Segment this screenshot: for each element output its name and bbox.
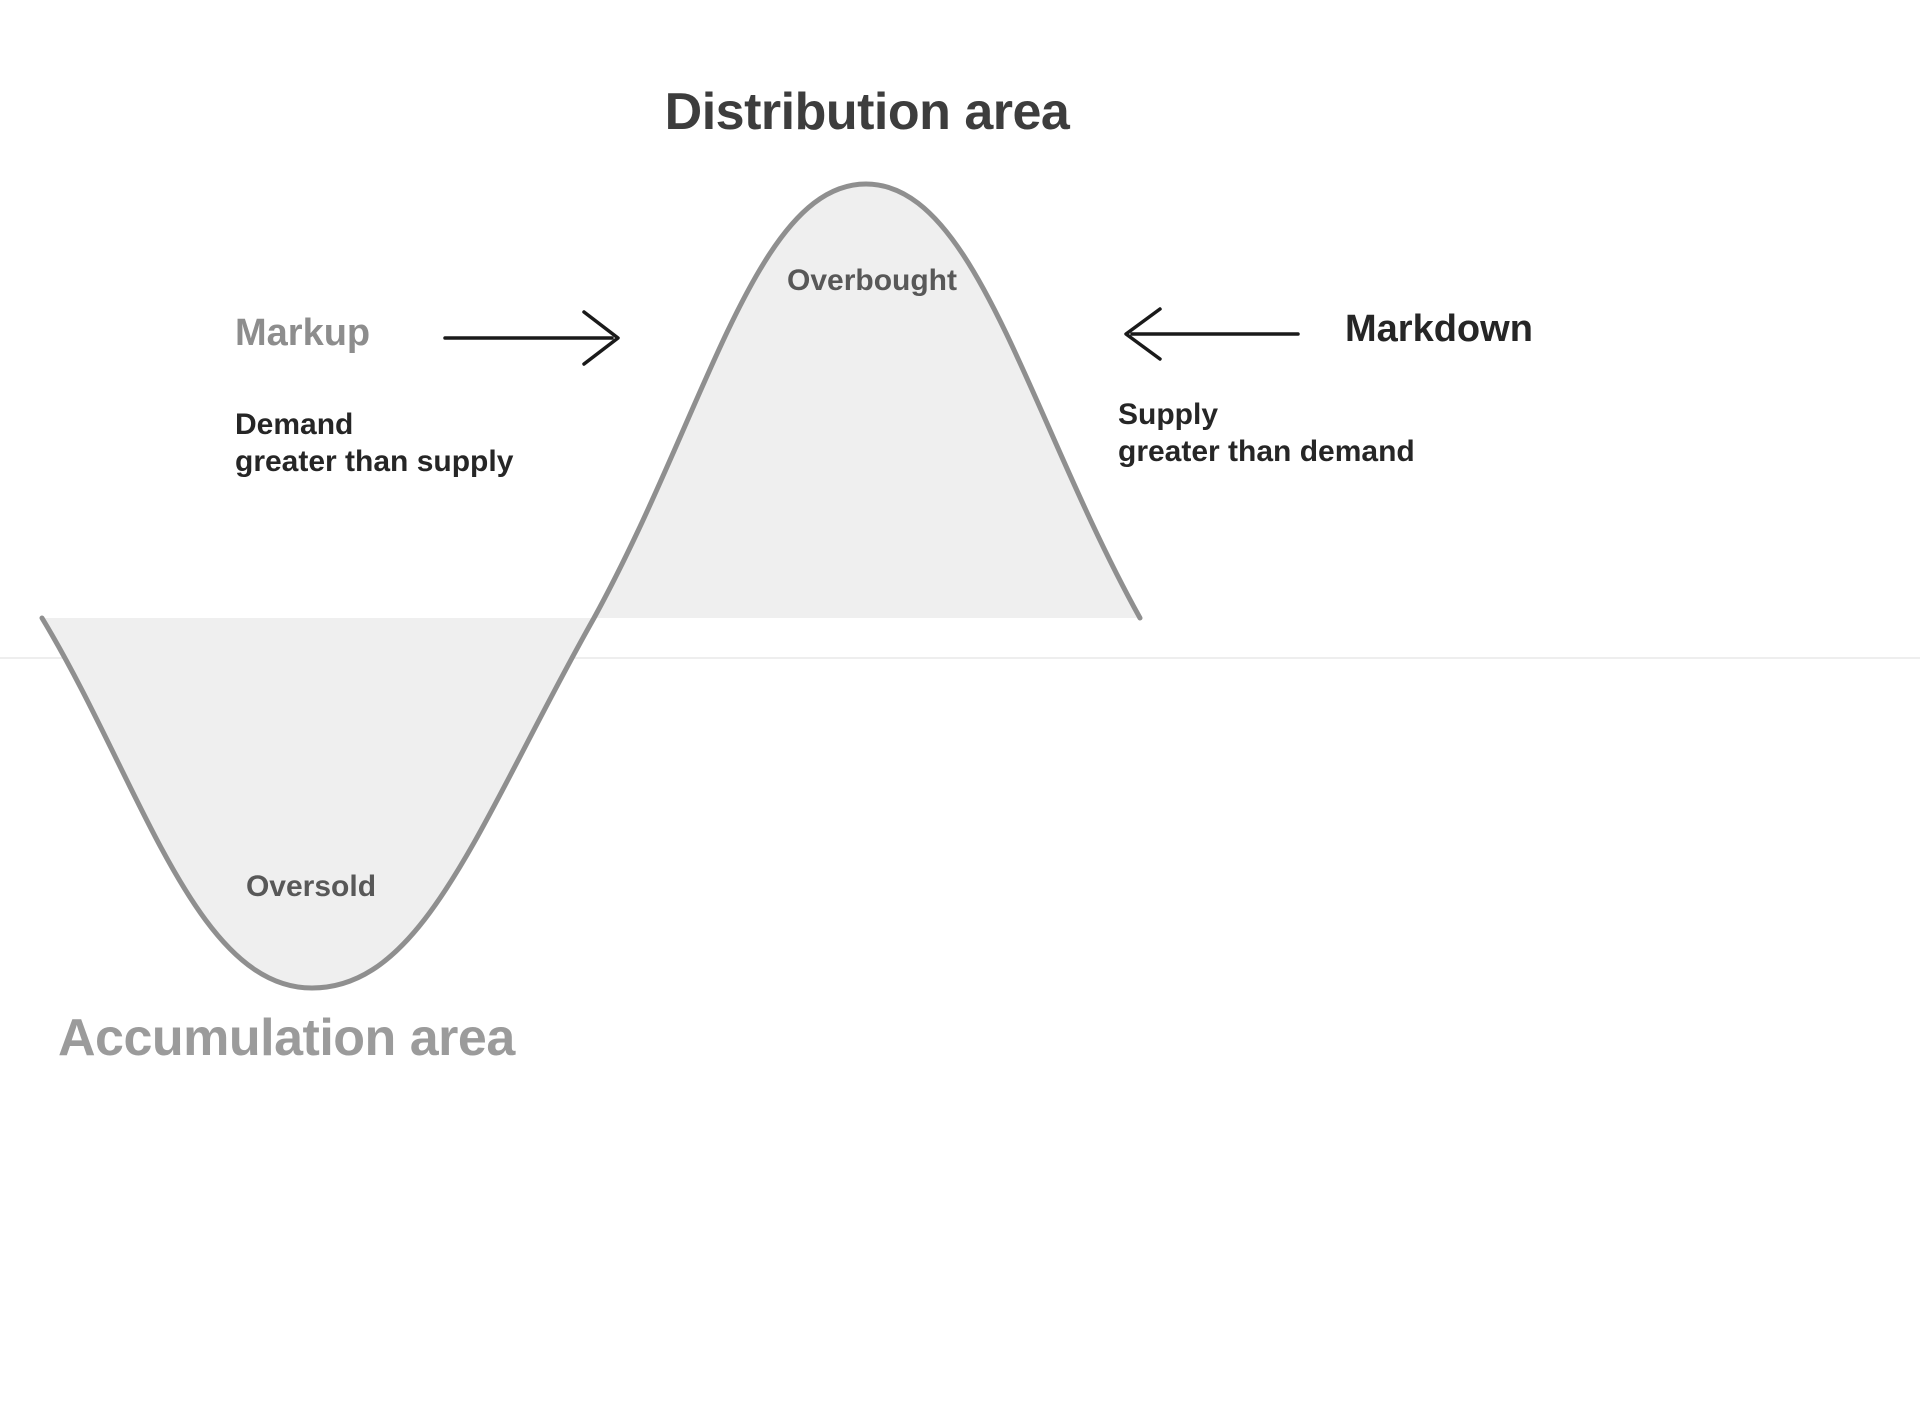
distribution-area-title: Distribution area xyxy=(664,83,1070,141)
cycle-area-fill xyxy=(42,184,1140,988)
supply-note: Supply greater than demand xyxy=(1118,396,1415,470)
overbought-label: Overbought xyxy=(787,264,957,297)
markup-arrow-right-icon xyxy=(443,310,620,366)
supply-note-line2: greater than demand xyxy=(1118,435,1415,468)
oversold-label: Oversold xyxy=(245,870,377,903)
demand-note-line1: Demand xyxy=(235,408,354,441)
demand-note: Demand greater than supply xyxy=(235,406,513,480)
accumulation-area-title: Accumulation area xyxy=(58,1009,515,1067)
markdown-label: Markdown xyxy=(1345,308,1533,350)
cycle-curve xyxy=(39,181,1143,991)
supply-note-line1: Supply xyxy=(1118,398,1219,431)
markdown-arrow-left-icon xyxy=(1124,307,1300,361)
markup-label: Markup xyxy=(235,312,371,354)
demand-note-line2: greater than supply xyxy=(235,445,514,478)
